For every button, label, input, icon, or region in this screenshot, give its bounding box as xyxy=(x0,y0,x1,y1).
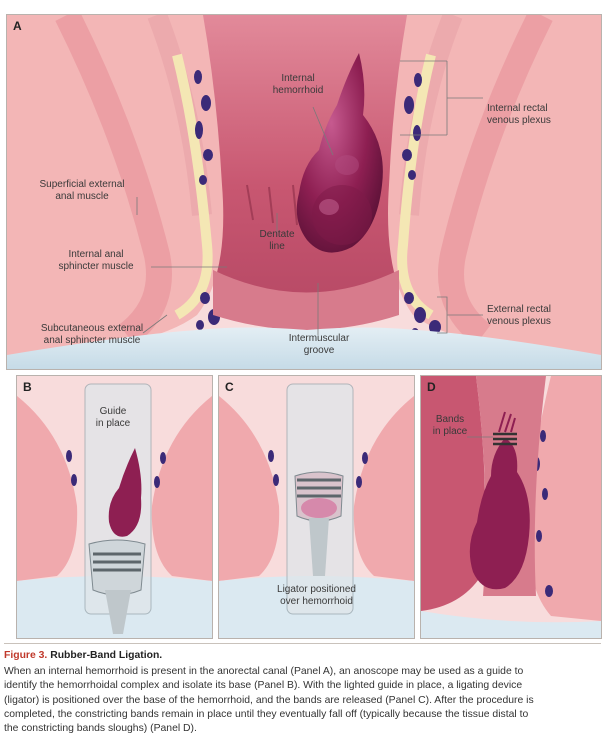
panel-b-letter: B xyxy=(23,380,32,394)
panel-a-letter: A xyxy=(13,19,22,33)
figure-title: Rubber-Band Ligation. xyxy=(50,650,162,661)
caption-line: When an internal hemorrhoid is present i… xyxy=(4,665,601,679)
caption-line: (ligator) is positioned over the base of… xyxy=(4,694,601,708)
caption-line: the constricting bands sloughs) (Panel D… xyxy=(4,722,601,736)
caption-line: identify the hemorrhoidal complex and is… xyxy=(4,679,601,693)
caption-divider xyxy=(4,643,601,644)
caption-title: Figure 3. Rubber-Band Ligation. xyxy=(4,649,601,663)
figure-caption: Figure 3. Rubber-Band Ligation. When an … xyxy=(4,649,601,736)
panel-d-letter: D xyxy=(427,380,436,394)
figure-number: Figure 3. xyxy=(4,650,47,661)
panel-c-letter: C xyxy=(225,380,234,394)
caption-line: completed, the constricting bands remain… xyxy=(4,708,601,722)
